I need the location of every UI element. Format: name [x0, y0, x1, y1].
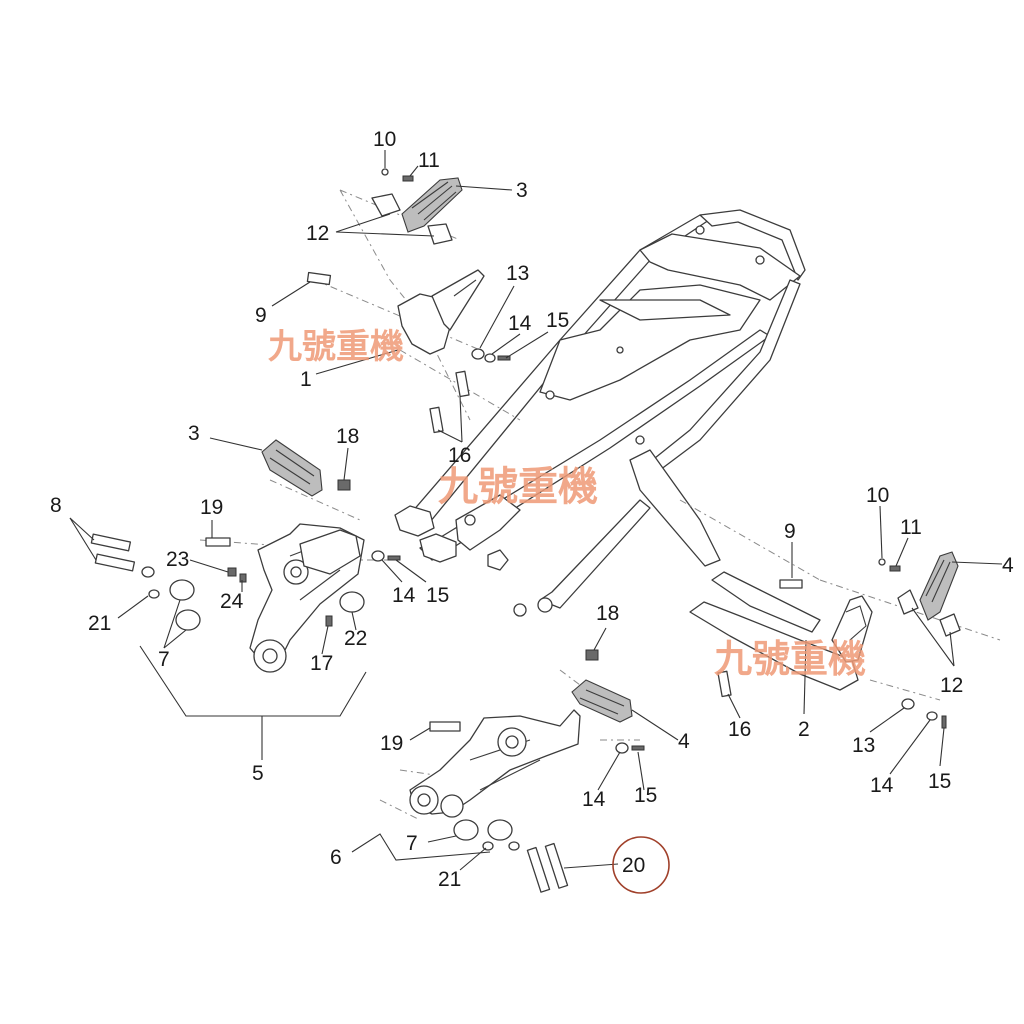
callout-10: 10: [866, 484, 889, 507]
callout-13: 13: [506, 262, 529, 285]
callout-24: 24: [220, 590, 244, 613]
passenger-footrest-bracket-right: [679, 499, 1001, 729]
callout-11: 11: [900, 516, 922, 539]
callout-3: 3: [516, 179, 528, 202]
callout-numbers: 10 11 3 12 9 13 14 15 1 16 3 18 8 19 23 …: [50, 128, 1014, 891]
callout-10: 10: [373, 128, 396, 151]
callout-15: 15: [928, 770, 951, 793]
callout-7: 7: [158, 648, 170, 671]
callout-9: 9: [784, 520, 796, 543]
callout-23: 23: [166, 548, 189, 571]
callout-11: 11: [418, 149, 440, 172]
passenger-footrest-bracket-left: [306, 168, 521, 434]
callout-9: 9: [255, 304, 267, 327]
leader-lines: [69, 150, 1003, 871]
rearset-assembly-left: [90, 439, 401, 673]
callout-3: 3: [188, 422, 200, 445]
callout-15: 15: [426, 584, 449, 607]
callout-14: 14: [870, 774, 894, 797]
callout-5: 5: [252, 762, 264, 785]
callout-1: 1: [300, 368, 312, 391]
callout-15: 15: [546, 309, 569, 332]
callout-20: 20: [622, 854, 645, 877]
callout-7: 7: [406, 832, 418, 855]
rearset-assembly-right: [379, 649, 645, 893]
callout-22: 22: [344, 627, 367, 650]
subframe: [394, 209, 806, 617]
callout-14: 14: [582, 788, 606, 811]
callout-2: 2: [798, 718, 810, 741]
highlight-circle: [612, 836, 670, 894]
watermarks: 九號重機 九號重機 九號重機: [268, 327, 866, 681]
watermark-text: 九號重機: [268, 327, 404, 367]
callout-4: 4: [678, 730, 690, 753]
callout-4: 4: [1002, 554, 1014, 577]
callout-18: 18: [596, 602, 619, 625]
callout-8: 8: [50, 494, 62, 517]
callout-13: 13: [852, 734, 875, 757]
callout-17: 17: [310, 652, 333, 675]
callout-14: 14: [508, 312, 532, 335]
callout-15: 15: [634, 784, 657, 807]
watermark-text: 九號重機: [714, 637, 866, 681]
watermark-text: 九號重機: [438, 464, 598, 510]
callout-16: 16: [448, 444, 471, 467]
callout-19: 19: [380, 732, 403, 755]
callout-12: 12: [306, 222, 329, 245]
callout-12: 12: [940, 674, 963, 697]
callout-18: 18: [336, 425, 359, 448]
callout-6: 6: [330, 846, 342, 869]
callout-14: 14: [392, 584, 416, 607]
callout-21: 21: [88, 612, 111, 635]
callout-16: 16: [728, 718, 751, 741]
callout-19: 19: [200, 496, 223, 519]
callout-21: 21: [438, 868, 461, 891]
